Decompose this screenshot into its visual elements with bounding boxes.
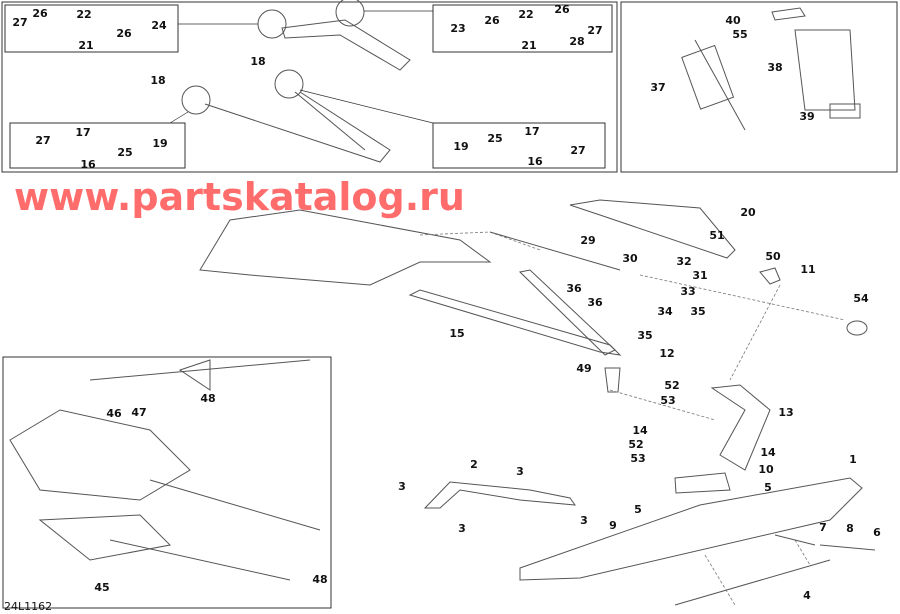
callout-label-24: 24 xyxy=(151,19,167,32)
callout-label-20: 20 xyxy=(740,206,756,219)
callout-label-4: 4 xyxy=(803,589,811,602)
callout-label-48: 48 xyxy=(312,573,327,586)
callout-label-30: 30 xyxy=(622,252,638,265)
callout-label-26: 26 xyxy=(116,27,132,40)
inset-box-upper-arm-right xyxy=(432,4,613,53)
callout-label-45: 45 xyxy=(94,581,109,594)
callout-label-18: 18 xyxy=(250,55,265,68)
callout-label-8: 8 xyxy=(846,522,854,535)
callout-label-5: 5 xyxy=(764,481,772,494)
callout-label-27: 27 xyxy=(587,24,602,37)
callout-label-15: 15 xyxy=(449,327,464,340)
callout-label-29: 29 xyxy=(580,234,595,247)
upper-a-arm-detail xyxy=(178,0,433,71)
callout-label-14: 14 xyxy=(760,446,776,459)
callout-label-19: 19 xyxy=(453,140,468,153)
callout-label-46: 46 xyxy=(106,407,122,420)
inset-box-lower-arm-left xyxy=(9,122,186,169)
top-left-panel xyxy=(1,1,618,173)
callout-label-11: 11 xyxy=(800,263,815,276)
callout-label-27: 27 xyxy=(12,16,27,29)
callout-label-23: 23 xyxy=(450,22,465,35)
callout-label-52: 52 xyxy=(664,379,679,392)
callout-label-9: 9 xyxy=(609,519,617,532)
callout-label-54: 54 xyxy=(853,292,869,305)
callout-label-33: 33 xyxy=(680,285,695,298)
callout-label-25: 25 xyxy=(487,132,502,145)
callout-label-7: 7 xyxy=(819,521,827,534)
callout-label-21: 21 xyxy=(78,39,93,52)
callout-label-17: 17 xyxy=(524,125,539,138)
callout-label-27: 27 xyxy=(35,134,50,147)
callout-label-28: 28 xyxy=(569,35,584,48)
callout-label-16: 16 xyxy=(527,155,543,168)
callout-label-49: 49 xyxy=(576,362,591,375)
callout-label-3: 3 xyxy=(516,465,524,478)
callout-label-26: 26 xyxy=(554,3,570,16)
callout-label-3: 3 xyxy=(580,514,588,527)
callout-label-18: 18 xyxy=(150,74,165,87)
callout-label-50: 50 xyxy=(765,250,781,263)
shock-panel xyxy=(620,1,898,173)
callout-label-5: 5 xyxy=(634,503,642,516)
callout-label-35: 35 xyxy=(637,329,652,342)
callout-label-17: 17 xyxy=(75,126,90,139)
callout-label-26: 26 xyxy=(484,14,500,27)
callout-label-27: 27 xyxy=(570,144,585,157)
callout-label-53: 53 xyxy=(630,452,645,465)
callout-label-35: 35 xyxy=(690,305,705,318)
callout-label-37: 37 xyxy=(650,81,665,94)
callout-label-2: 2 xyxy=(470,458,478,471)
front-suspension-assembly xyxy=(199,199,876,606)
callout-label-52: 52 xyxy=(628,438,643,451)
callout-label-53: 53 xyxy=(660,394,675,407)
callout-label-34: 34 xyxy=(657,305,673,318)
callout-label-12: 12 xyxy=(659,347,674,360)
watermark: www.partskatalog.ru xyxy=(14,175,465,219)
callout-label-10: 10 xyxy=(758,463,774,476)
callout-label-3: 3 xyxy=(458,522,466,535)
callout-label-38: 38 xyxy=(767,61,782,74)
callout-label-26: 26 xyxy=(32,7,48,20)
inset-box-lower-arm-right xyxy=(432,122,606,169)
callout-label-21: 21 xyxy=(521,39,536,52)
callout-label-13: 13 xyxy=(778,406,793,419)
callout-label-39: 39 xyxy=(799,110,814,123)
callout-label-6: 6 xyxy=(873,526,881,539)
drawing-code: 24L1162 xyxy=(4,600,52,613)
callout-label-22: 22 xyxy=(518,8,533,21)
lower-a-arm-detail xyxy=(169,69,434,163)
callout-label-36: 36 xyxy=(587,296,603,309)
callout-label-40: 40 xyxy=(725,14,741,27)
callout-label-3: 3 xyxy=(398,480,406,493)
callout-label-25: 25 xyxy=(117,146,132,159)
callout-label-36: 36 xyxy=(566,282,582,295)
callout-label-47: 47 xyxy=(131,406,146,419)
callout-label-55: 55 xyxy=(732,28,747,41)
inset-box-upper-arm-left xyxy=(4,4,179,53)
callout-label-51: 51 xyxy=(709,229,724,242)
callout-label-1: 1 xyxy=(849,453,857,466)
callout-label-31: 31 xyxy=(692,269,707,282)
callout-label-22: 22 xyxy=(76,8,91,21)
callout-label-48: 48 xyxy=(200,392,215,405)
shock-absorber xyxy=(681,7,861,131)
overview-panel xyxy=(2,356,332,609)
callout-label-14: 14 xyxy=(632,424,648,437)
overview-vehicle-sketch xyxy=(9,359,321,581)
callout-label-16: 16 xyxy=(80,158,96,171)
callout-label-19: 19 xyxy=(152,137,167,150)
callout-label-32: 32 xyxy=(676,255,691,268)
